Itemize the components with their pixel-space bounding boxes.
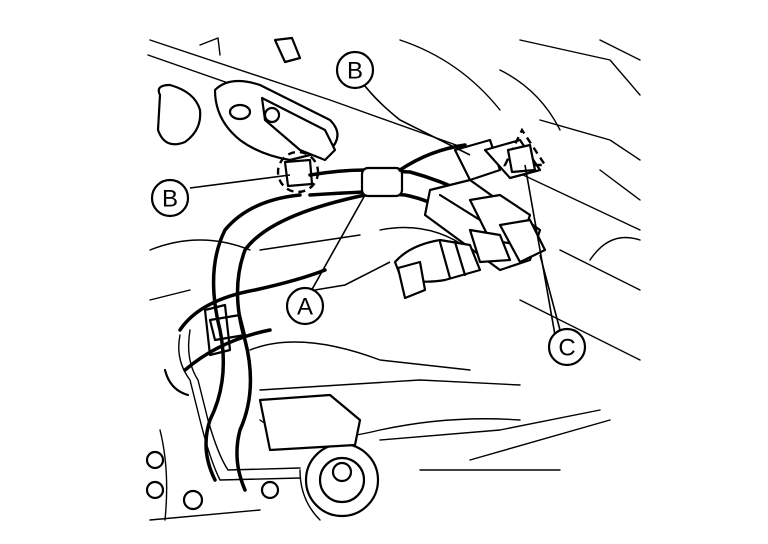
callout-b-left-label: B xyxy=(162,186,178,213)
callout-b-left: B xyxy=(150,178,190,218)
callout-b-top-label: B xyxy=(347,58,363,85)
callout-a-label: A xyxy=(297,294,313,321)
bolts xyxy=(145,450,280,511)
callout-a: A xyxy=(285,286,325,326)
callout-b-top: B xyxy=(335,50,375,90)
vehicle-body-panels xyxy=(147,39,641,521)
strut-mount xyxy=(258,393,380,518)
mounting-bracket xyxy=(156,36,339,162)
harness-main-loop xyxy=(163,193,367,492)
callout-c-label: C xyxy=(558,335,575,362)
connector-bundle xyxy=(393,138,547,300)
callout-c: C xyxy=(547,327,587,367)
